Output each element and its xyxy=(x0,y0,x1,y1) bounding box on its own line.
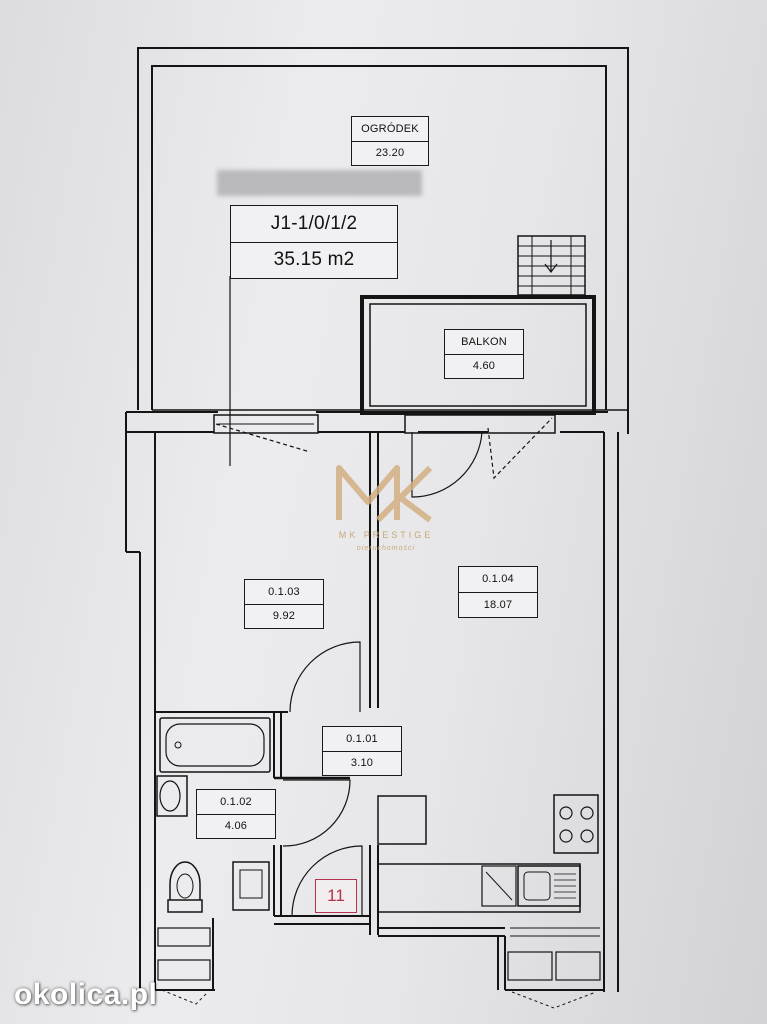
room-area: 4.60 xyxy=(445,353,523,379)
wall-bottom-stub xyxy=(497,936,506,990)
bathtub-drain xyxy=(174,741,182,749)
cabinet-left-1 xyxy=(157,927,211,947)
door-swing-bath xyxy=(282,779,351,847)
dishwasher xyxy=(481,865,517,907)
room-label-0101: 0.1.01 3.10 xyxy=(322,726,402,776)
unit-area: 35.15 m2 xyxy=(231,241,397,279)
room-area: 3.10 xyxy=(323,750,401,776)
radiator xyxy=(510,927,600,937)
garden-outline xyxy=(137,47,629,434)
room-name: 0.1.01 xyxy=(346,732,378,745)
window-0103 xyxy=(213,414,319,434)
wall-kitchen-left xyxy=(369,845,379,935)
room-label-balcony: BALKON 4.60 xyxy=(444,329,524,379)
door-swing-0103 xyxy=(215,423,311,453)
watermark-mk-logo xyxy=(336,465,433,523)
room-area: 23.20 xyxy=(352,140,428,166)
site-watermark: okolica.pl xyxy=(14,978,158,1011)
balcony-outline xyxy=(360,295,596,415)
bathtub xyxy=(159,717,271,773)
toilet-tank xyxy=(167,899,203,913)
room-name: 0.1.02 xyxy=(220,795,252,808)
room-label-garden: OGRÓDEK 23.20 xyxy=(351,116,429,166)
cabinet-right-1 xyxy=(507,951,553,981)
room-name: BALKON xyxy=(461,335,507,348)
room-label-0102: 0.1.02 4.06 xyxy=(196,789,276,839)
stairs-arrow xyxy=(544,240,558,273)
unit-label-box: J1-1/0/1/2 35.15 m2 xyxy=(230,205,398,279)
stairs-rail xyxy=(531,236,572,295)
wall-bath-lower xyxy=(273,845,282,916)
cabinet-right-swing xyxy=(511,991,597,1009)
washing-machine-door xyxy=(239,869,263,899)
burner-1 xyxy=(559,806,573,820)
burner-2 xyxy=(580,806,594,820)
window-0104 xyxy=(404,414,556,434)
toilet xyxy=(169,861,201,900)
left-wall xyxy=(139,432,156,990)
unit-code: J1-1/0/1/2 xyxy=(270,212,358,234)
stove xyxy=(553,794,599,854)
cabinet-right-2 xyxy=(555,951,601,981)
burner-4 xyxy=(580,829,594,843)
fridge xyxy=(377,795,427,845)
room-name: OGRÓDEK xyxy=(361,122,419,135)
wall-bath-right xyxy=(273,712,282,778)
room-name: 0.1.04 xyxy=(482,573,514,586)
kitchen-sink-drainer xyxy=(554,873,576,899)
kitchen-sink xyxy=(517,865,581,907)
cabinet-left-2 xyxy=(157,959,211,981)
balcony-inner xyxy=(369,303,587,407)
door-swing-0104 xyxy=(411,431,483,498)
garden-inner-outline xyxy=(151,65,607,410)
kitchen-sink-bowl xyxy=(523,871,551,901)
unit-number-badge: 11 xyxy=(315,879,357,913)
left-outer-wall xyxy=(125,412,140,553)
room-area: 9.92 xyxy=(245,603,323,629)
bathtub-inner xyxy=(165,723,265,767)
room-label-0103: 0.1.03 9.92 xyxy=(244,579,324,629)
room-area: 18.07 xyxy=(459,591,537,618)
washing-machine xyxy=(232,861,270,911)
wall-0103-0104 xyxy=(369,432,379,708)
washbasin-bowl xyxy=(159,780,181,812)
wall-kitchen-bottom xyxy=(378,927,505,937)
cabinet-left-swing xyxy=(161,989,209,1005)
door-swing-entry xyxy=(291,845,363,917)
dishwasher-cross xyxy=(485,871,513,901)
room-area: 4.06 xyxy=(197,813,275,839)
washbasin xyxy=(156,775,188,817)
room-label-0104: 0.1.04 18.07 xyxy=(458,566,538,618)
door-swing-0104b xyxy=(487,417,553,480)
watermark-tagline: nieruchomości xyxy=(356,545,416,552)
bottom-wall xyxy=(155,918,215,991)
room-name: 0.1.03 xyxy=(268,585,300,598)
right-wall xyxy=(603,432,619,992)
burner-3 xyxy=(559,829,573,843)
redacted-bar xyxy=(217,170,422,196)
wall-hall-bottom xyxy=(274,915,370,925)
door-swing-0103-hall xyxy=(289,641,361,713)
toilet-seat xyxy=(176,873,194,899)
watermark-brand: MK PRESTIGE xyxy=(338,530,434,540)
